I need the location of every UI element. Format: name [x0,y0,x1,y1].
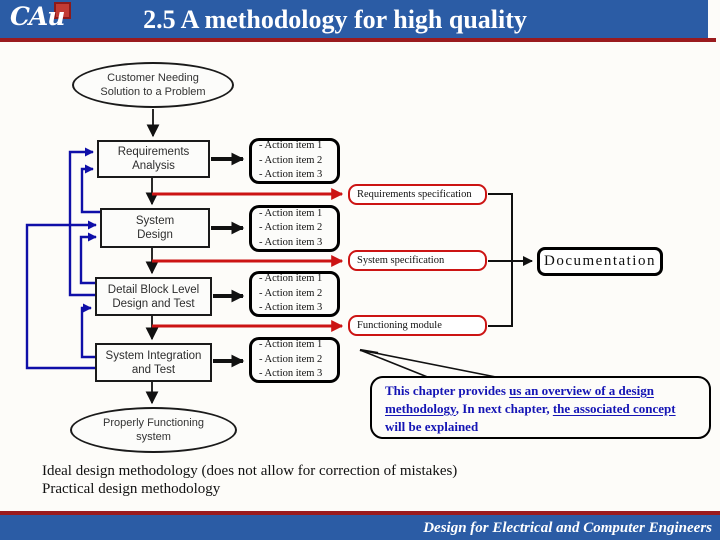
start-ellipse: Customer Needing Solution to a Problem [72,62,234,108]
action-item: - Action item 2 [259,353,323,365]
action-item: - Action item 2 [259,287,323,299]
header-bar [0,0,708,38]
footer-text: Design for Electrical and Computer Engin… [423,520,712,536]
action-items-box-4: - Action item 1 - Action item 2 - Action… [249,337,340,383]
start-ellipse-line1: Customer Needing [107,72,199,84]
action-item: - Action item 1 [259,207,323,219]
callout-line: methodology, In next chapter, the associ… [385,401,676,416]
note-practical: Practical design methodology [42,481,221,497]
chapter-callout: This chapter provides us an overview of … [370,376,711,439]
callout-pointer [359,348,507,380]
footer-divider [0,511,720,515]
documentation-connectors [488,193,533,327]
stage-label: Detail Block Level [107,283,200,296]
callout-line: This chapter provides us an overview of … [385,383,654,398]
feedback-arrows [25,147,100,370]
slide-title: 2.5 A methodology for high quality [143,5,527,34]
action-item: - Action item 3 [259,236,323,248]
action-items-box-1: - Action item 1 - Action item 2 - Action… [249,138,340,184]
note-ideal: Ideal design methodology (does not allow… [42,463,458,479]
stage-label: Design [137,229,173,241]
stage-requirements-analysis: Requirements Analysis [97,140,210,178]
stage-label: System [135,215,175,227]
stage-label: and Test [131,363,176,376]
action-items-box-3: - Action item 1 - Action item 2 - Action… [249,271,340,317]
callout-line: will be explained [385,419,479,434]
start-ellipse-line2: Solution to a Problem [100,86,206,98]
action-item: - Action item 2 [259,222,323,234]
header-divider [0,38,716,42]
stage-label: System Integration [105,349,202,362]
output-requirements-specification: Requirements specification [348,184,487,205]
output-functioning-module: Functioning module [348,315,487,336]
logo-text: CAu [10,2,65,31]
action-items-box-2: - Action item 1 - Action item 2 - Action… [249,205,340,252]
end-ellipse: Properly Functioning system [70,407,237,453]
action-arrows [211,152,245,368]
output-system-specification: System specification [348,250,487,271]
action-item: - Action item 3 [259,302,323,314]
stage-label: Analysis [132,160,175,172]
action-item: - Action item 1 [259,273,323,285]
action-item: - Action item 3 [259,169,323,181]
documentation-box: Documentation [537,247,663,276]
stage-system-design: System Design [100,208,210,248]
output-arrows [152,188,344,332]
stage-detail-block-level: Detail Block Level Design and Test [95,277,212,316]
logo-red-square [54,2,71,19]
action-item: - Action item 2 [259,154,323,166]
cau-logo: CAu [8,0,86,38]
end-ellipse-line2: system [136,431,171,443]
stage-system-integration: System Integration and Test [95,343,212,382]
footer-bar: Design for Electrical and Computer Engin… [0,515,720,540]
action-item: - Action item 1 [259,339,323,351]
action-item: - Action item 3 [259,368,323,380]
stage-label: Design and Test [112,297,195,310]
stage-label: Requirements [117,146,190,158]
bottom-notes: Ideal design methodology (does not allow… [42,462,457,498]
action-item: - Action item 1 [259,140,323,152]
end-ellipse-line1: Properly Functioning [103,417,204,429]
